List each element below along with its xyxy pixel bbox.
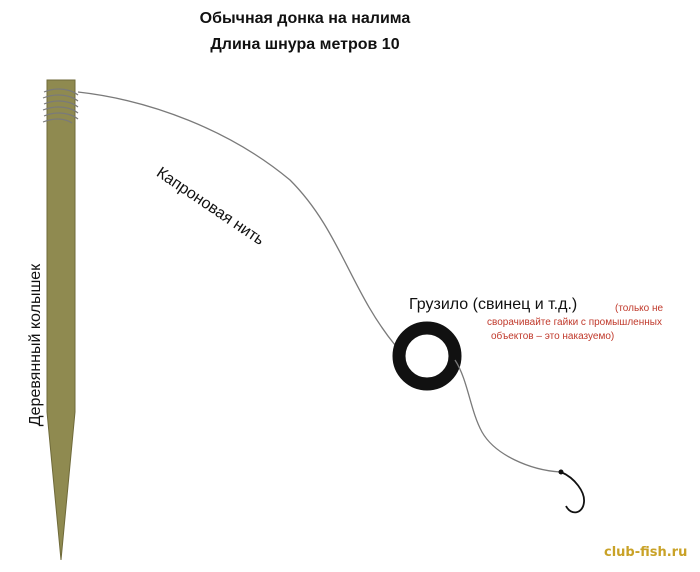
wooden-stake [46, 79, 76, 561]
sinker-note-line-1: (только не [615, 303, 664, 314]
hook-icon [558, 469, 585, 514]
diagram-title-line-1: Обычная донка на налима [199, 10, 411, 27]
diagram-title-line-2: Длина шнура метров 10 [210, 36, 400, 53]
nylon-line [77, 91, 396, 346]
sinker-label: Грузило (свинец и т.д.) [409, 296, 578, 313]
leader-line [454, 359, 561, 473]
sinker-note: (только не сворачивайте гайки с промышле… [487, 302, 697, 344]
sinker-note-line-3: объектов – это наказуемо) [491, 331, 615, 342]
sinker-note-line-2: сворачивайте гайки с промышленных [487, 317, 662, 328]
stake-label: Деревянный колышек [27, 263, 44, 427]
sinker-ring [392, 321, 462, 391]
watermark: club-fish.ru [604, 545, 688, 560]
line-wraps [42, 88, 79, 124]
